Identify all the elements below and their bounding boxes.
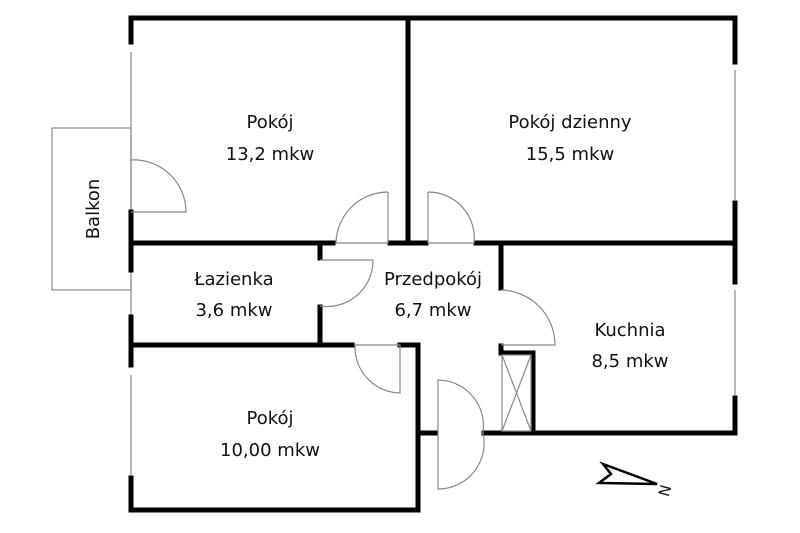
room-area: 6,7 mkw [394, 300, 471, 321]
room-name: Łazienka [193, 269, 273, 290]
room-area: 13,2 mkw [226, 144, 314, 165]
walls [128, 15, 738, 513]
compass-arrow-icon [595, 461, 658, 486]
room-name: Pokój [246, 408, 293, 429]
doors [130, 159, 556, 490]
windows [130, 52, 736, 475]
room-area: 15,5 mkw [526, 144, 614, 165]
room-area: 3,6 mkw [195, 300, 272, 321]
room-area: 8,5 mkw [591, 351, 668, 372]
balcony-label: Balkon [83, 179, 104, 240]
room-name: Przedpokój [384, 269, 482, 290]
room-name: Pokój dzienny [508, 112, 632, 133]
compass-north-label: N [655, 483, 675, 499]
room-name: Pokój [246, 112, 293, 133]
ventilation-shaft [501, 354, 532, 432]
room-name: Kuchnia [594, 320, 665, 341]
room-area: 10,00 mkw [220, 440, 320, 461]
